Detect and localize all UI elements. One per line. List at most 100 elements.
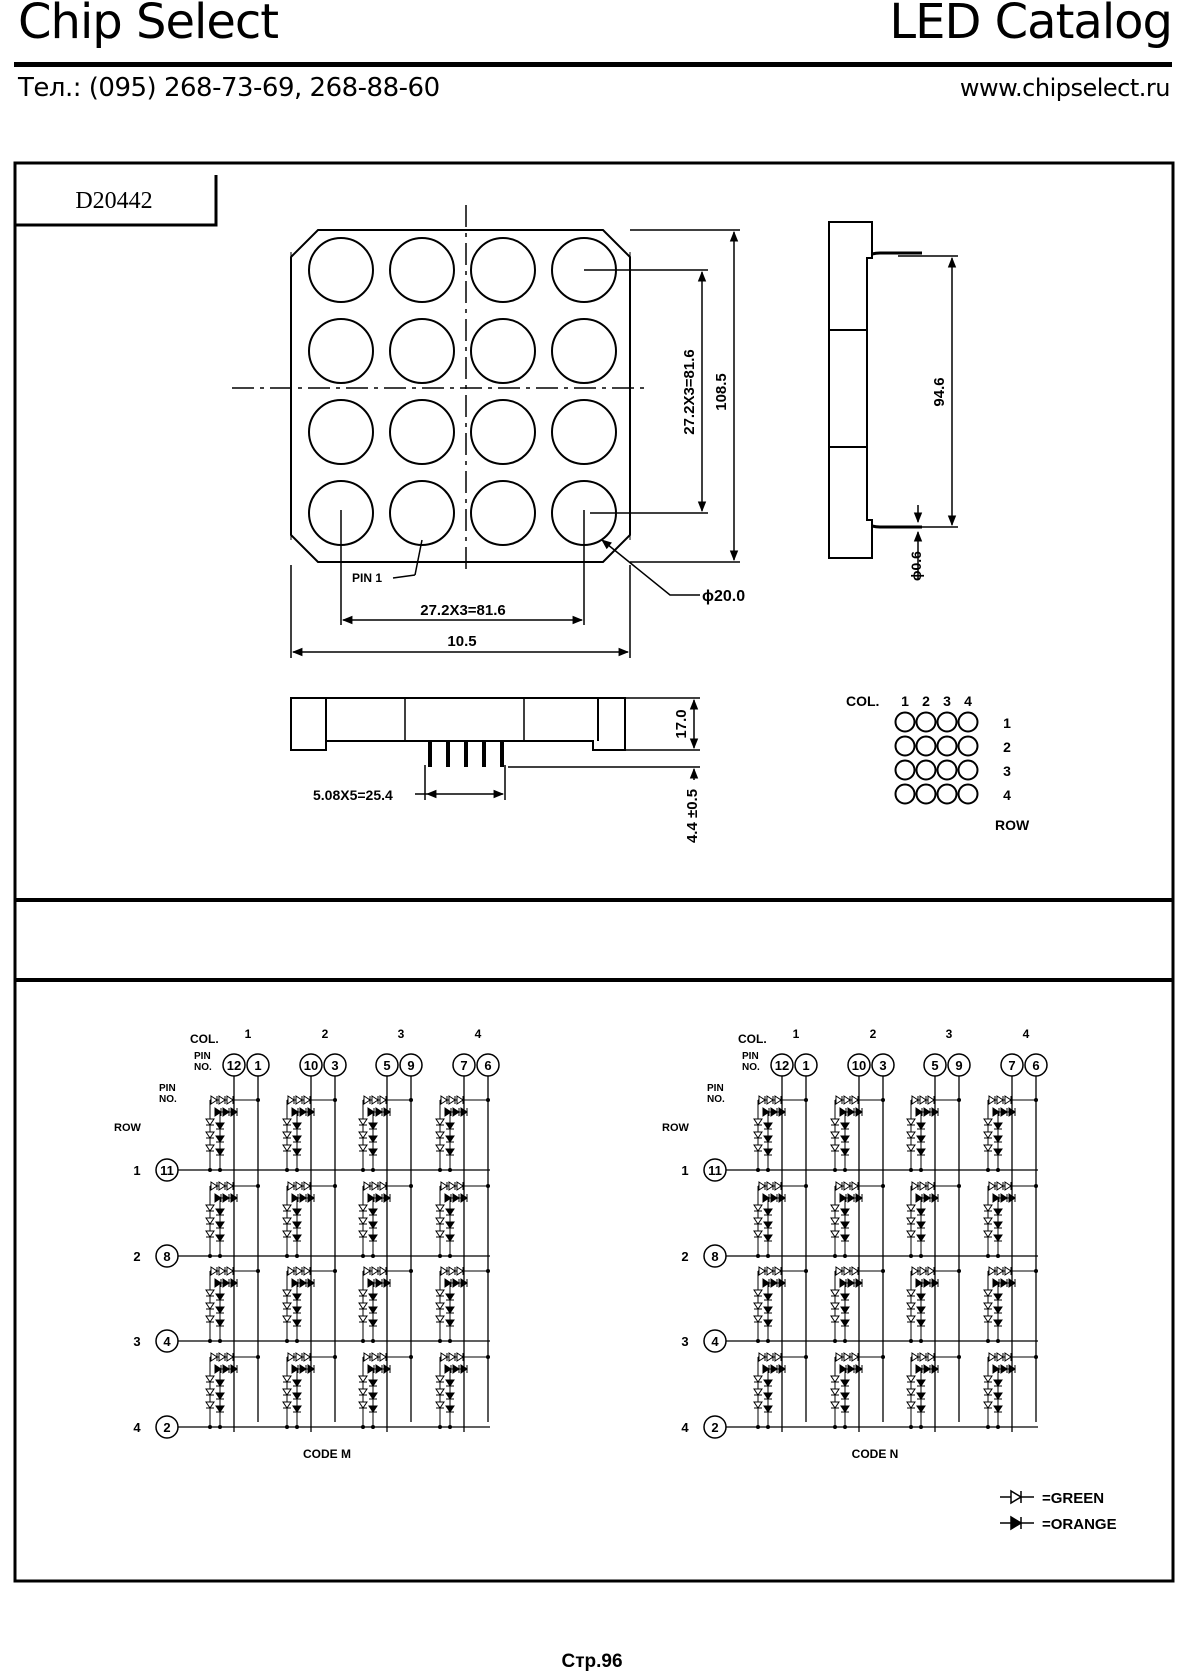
pin-no-label: NO. — [707, 1094, 725, 1105]
legend-orange: =ORANGE — [1042, 1516, 1117, 1533]
pin-no-label: NO. — [742, 1062, 760, 1073]
row-number: 1 — [133, 1163, 140, 1178]
key-led — [915, 735, 937, 757]
led-cell — [753, 1352, 808, 1429]
pin-no-label: NO. — [194, 1062, 212, 1073]
led-cell — [983, 1181, 1038, 1258]
front-led-r3c1 — [308, 399, 374, 465]
led-cell — [358, 1095, 413, 1172]
col-pin-number: 7 — [460, 1058, 467, 1073]
col-pin-number: 10 — [852, 1058, 866, 1073]
col-pin-number: 1 — [254, 1058, 261, 1073]
body-height-label: 17.0 — [673, 709, 690, 738]
led-cell — [906, 1095, 961, 1172]
page-number: Стр.96 — [561, 1651, 623, 1672]
pin-no-label: PIN — [742, 1051, 759, 1062]
key-col-number: 2 — [922, 693, 930, 709]
led-cell — [753, 1095, 808, 1172]
front-led-r2c1 — [308, 318, 374, 384]
col-pin-number: 5 — [931, 1058, 938, 1073]
schematic-code: CODE N — [852, 1447, 899, 1461]
col-number: 2 — [322, 1027, 329, 1041]
led-cell — [753, 1266, 808, 1343]
row-pin-number: 8 — [163, 1249, 170, 1264]
key-row-label: ROW — [995, 817, 1030, 833]
front-body-outline — [290, 229, 631, 563]
key-col-number: 3 — [943, 693, 951, 709]
side-view: 94.6 ϕ0.6 — [828, 221, 958, 581]
key-led — [957, 735, 979, 757]
lead-length-label: 4.4 ±0.5 — [684, 789, 701, 843]
front-led-r3c3 — [470, 399, 536, 465]
pin-no-label: PIN — [707, 1083, 724, 1094]
col-number: 2 — [870, 1027, 877, 1041]
total-height-label: 108.5 — [713, 373, 730, 411]
led-cell — [282, 1266, 337, 1343]
key-led — [936, 735, 958, 757]
key-led — [957, 711, 979, 733]
key-led — [936, 711, 958, 733]
col-pin-number: 5 — [383, 1058, 390, 1073]
front-led-r2c4 — [551, 318, 617, 384]
row-number: 3 — [681, 1334, 688, 1349]
col-pin-number: 7 — [1008, 1058, 1015, 1073]
led-cell — [753, 1181, 808, 1258]
bottom-view: 17.0 4.4 ±0.5 5.08X5=25.4 — [290, 697, 701, 843]
col-pin-number: 6 — [484, 1058, 491, 1073]
lead-span-label: 94.6 — [931, 377, 948, 406]
front-led-r4c3 — [470, 480, 536, 546]
led-cell — [358, 1352, 413, 1429]
col-number: 4 — [1023, 1027, 1030, 1041]
row-pin-number: 4 — [711, 1334, 719, 1349]
bottom-body-outline — [290, 697, 626, 751]
led-cell — [830, 1352, 885, 1429]
front-led-r4c2 — [389, 480, 455, 546]
key-led — [915, 759, 937, 781]
led-cell — [282, 1095, 337, 1172]
row-pin-number: 11 — [708, 1163, 722, 1178]
key-led — [915, 783, 937, 805]
col-number: 3 — [946, 1027, 953, 1041]
pitch-horizontal-label: 27.2X3=81.6 — [420, 602, 506, 619]
pin-pitch-label: 5.08X5=25.4 — [313, 787, 393, 803]
led-cell — [358, 1266, 413, 1343]
front-led-r3c4 — [551, 399, 617, 465]
led-cell — [983, 1095, 1038, 1172]
row-number: 2 — [681, 1249, 688, 1264]
front-led-r1c3 — [470, 237, 536, 303]
pin-no-label: PIN — [159, 1083, 176, 1094]
website-link[interactable]: www.chipselect.ru — [959, 74, 1171, 102]
brand-title: Chip Select — [18, 0, 279, 50]
key-row-number: 4 — [1003, 787, 1011, 803]
key-col-number: 1 — [901, 693, 909, 709]
led-cell — [205, 1352, 260, 1429]
key-row-number: 1 — [1003, 715, 1011, 731]
front-led-r1c2 — [389, 237, 455, 303]
front-led-r3c2 — [389, 399, 455, 465]
side-body-outline — [828, 221, 873, 559]
part-number: D20442 — [75, 188, 152, 214]
led-cell — [435, 1095, 490, 1172]
led-cell — [205, 1095, 260, 1172]
col-pin-number: 9 — [955, 1058, 962, 1073]
key-row-number: 2 — [1003, 739, 1011, 755]
diameter-label: ϕ20.0 — [702, 588, 745, 605]
front-led-r1c1 — [308, 237, 374, 303]
col-pin-number: 10 — [304, 1058, 318, 1073]
key-led — [915, 711, 937, 733]
key-col-number: 4 — [964, 693, 972, 709]
pitch-vertical-label: 27.2X3=81.6 — [681, 349, 698, 435]
led-cell — [358, 1181, 413, 1258]
color-legend: =GREEN =ORANGE — [1000, 1489, 1117, 1533]
key-led — [936, 759, 958, 781]
front-view: PIN 1 ϕ20.0 27.2X3=81.6 10.5 27.2X3=81.6… — [232, 205, 745, 658]
led-cell — [906, 1181, 961, 1258]
key-col-label: COL. — [846, 693, 879, 709]
col-number: 3 — [398, 1027, 405, 1041]
part-number-tab — [15, 175, 218, 227]
front-led-r2c2 — [389, 318, 455, 384]
pin-no-label: NO. — [159, 1094, 177, 1105]
row-number: 1 — [681, 1163, 688, 1178]
